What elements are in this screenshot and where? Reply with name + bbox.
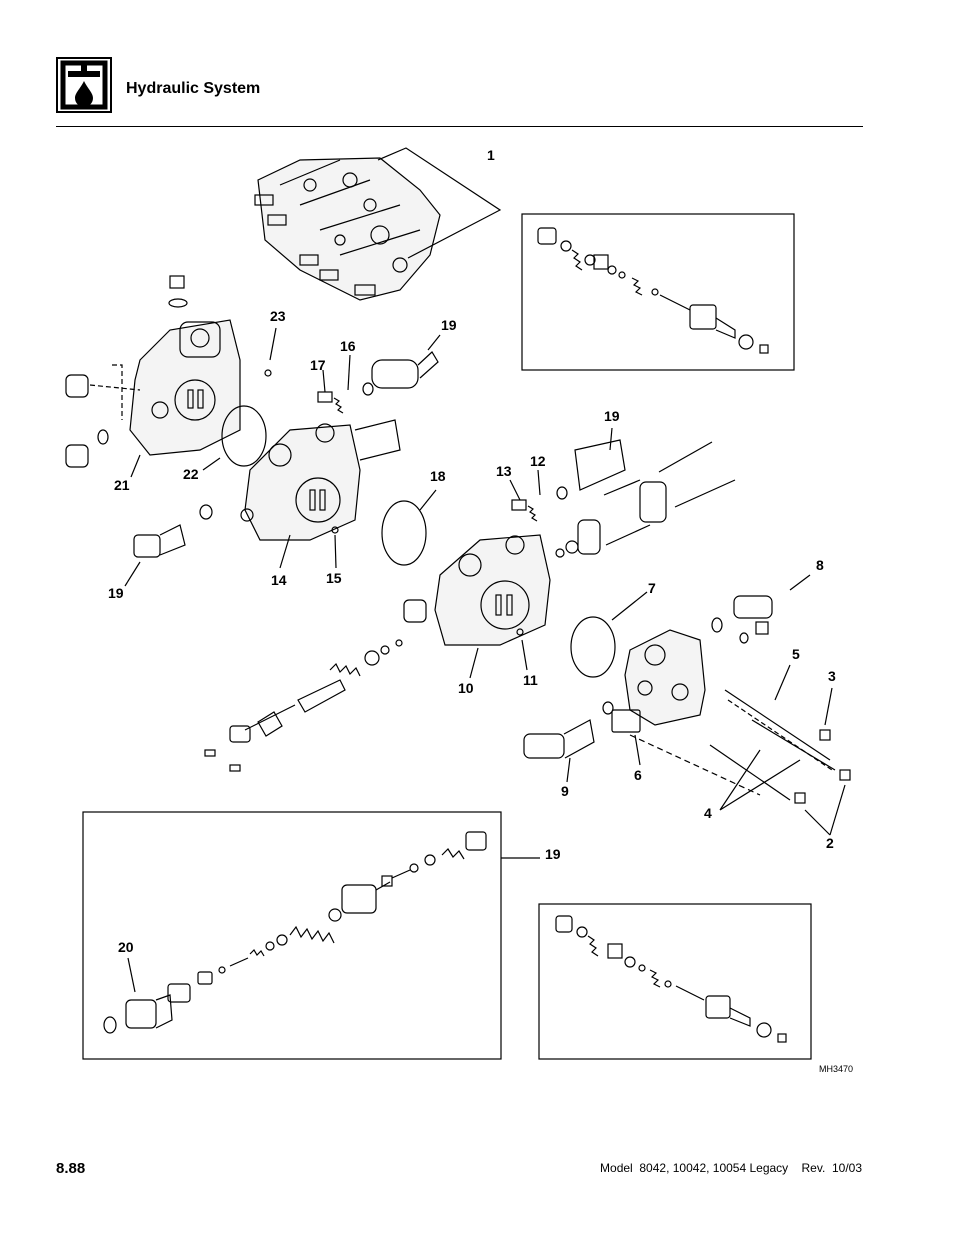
callout-18: 18 xyxy=(430,468,446,484)
page-number: 8.88 xyxy=(56,1160,86,1177)
callout-1: 1 xyxy=(487,147,495,163)
callout-11: 11 xyxy=(523,672,538,688)
callout-19-d: 19 xyxy=(545,846,561,862)
callout-23: 23 xyxy=(270,308,286,324)
callout-10: 10 xyxy=(458,680,474,696)
inset-bottom-left-parts xyxy=(103,831,487,1034)
callout-4: 4 xyxy=(704,805,712,821)
callout-9: 9 xyxy=(561,783,569,799)
callout-8: 8 xyxy=(816,557,824,573)
callout-3: 3 xyxy=(828,668,836,684)
valve-section-10-illustration xyxy=(434,534,551,646)
figure-id: MH3470 xyxy=(819,1064,854,1074)
callout-6: 6 xyxy=(634,767,642,783)
section-title: Hydraulic System xyxy=(126,80,261,97)
callout-19-b: 19 xyxy=(604,408,620,424)
valve-section-14-illustration xyxy=(240,419,401,541)
callout-21: 21 xyxy=(114,477,130,493)
callout-5: 5 xyxy=(792,646,800,662)
callout-14: 14 xyxy=(271,572,287,588)
model-revision: Model 8042, 10042, 10054 Legacy Rev. 10/… xyxy=(600,1161,862,1175)
hydraulic-system-icon xyxy=(56,57,112,113)
end-section-6-illustration xyxy=(611,629,706,733)
valve-assembly-illustration xyxy=(254,157,441,301)
callout-labels: 1 2 3 4 5 6 7 8 9 10 11 12 13 14 15 16 1… xyxy=(108,147,836,955)
callout-19-c: 19 xyxy=(108,585,124,601)
inset-box-bottom-left xyxy=(82,811,502,1060)
end-section-21-illustration xyxy=(129,275,241,456)
callout-12: 12 xyxy=(530,453,546,469)
callout-20: 20 xyxy=(118,939,134,955)
inset-box-bottom-right xyxy=(538,903,812,1060)
inset-box-top xyxy=(521,213,795,371)
callout-15: 15 xyxy=(326,570,342,586)
inset-top-parts xyxy=(537,227,769,354)
header-divider xyxy=(56,126,863,127)
callout-16: 16 xyxy=(340,338,356,354)
callout-2: 2 xyxy=(826,835,834,851)
callout-19-a: 19 xyxy=(441,317,457,333)
callout-22: 22 xyxy=(183,466,199,482)
inset-bottom-right-parts xyxy=(555,915,787,1043)
callout-7: 7 xyxy=(648,580,656,596)
callout-13: 13 xyxy=(496,463,512,479)
callout-17: 17 xyxy=(310,357,326,373)
spool-assembly xyxy=(204,639,403,772)
